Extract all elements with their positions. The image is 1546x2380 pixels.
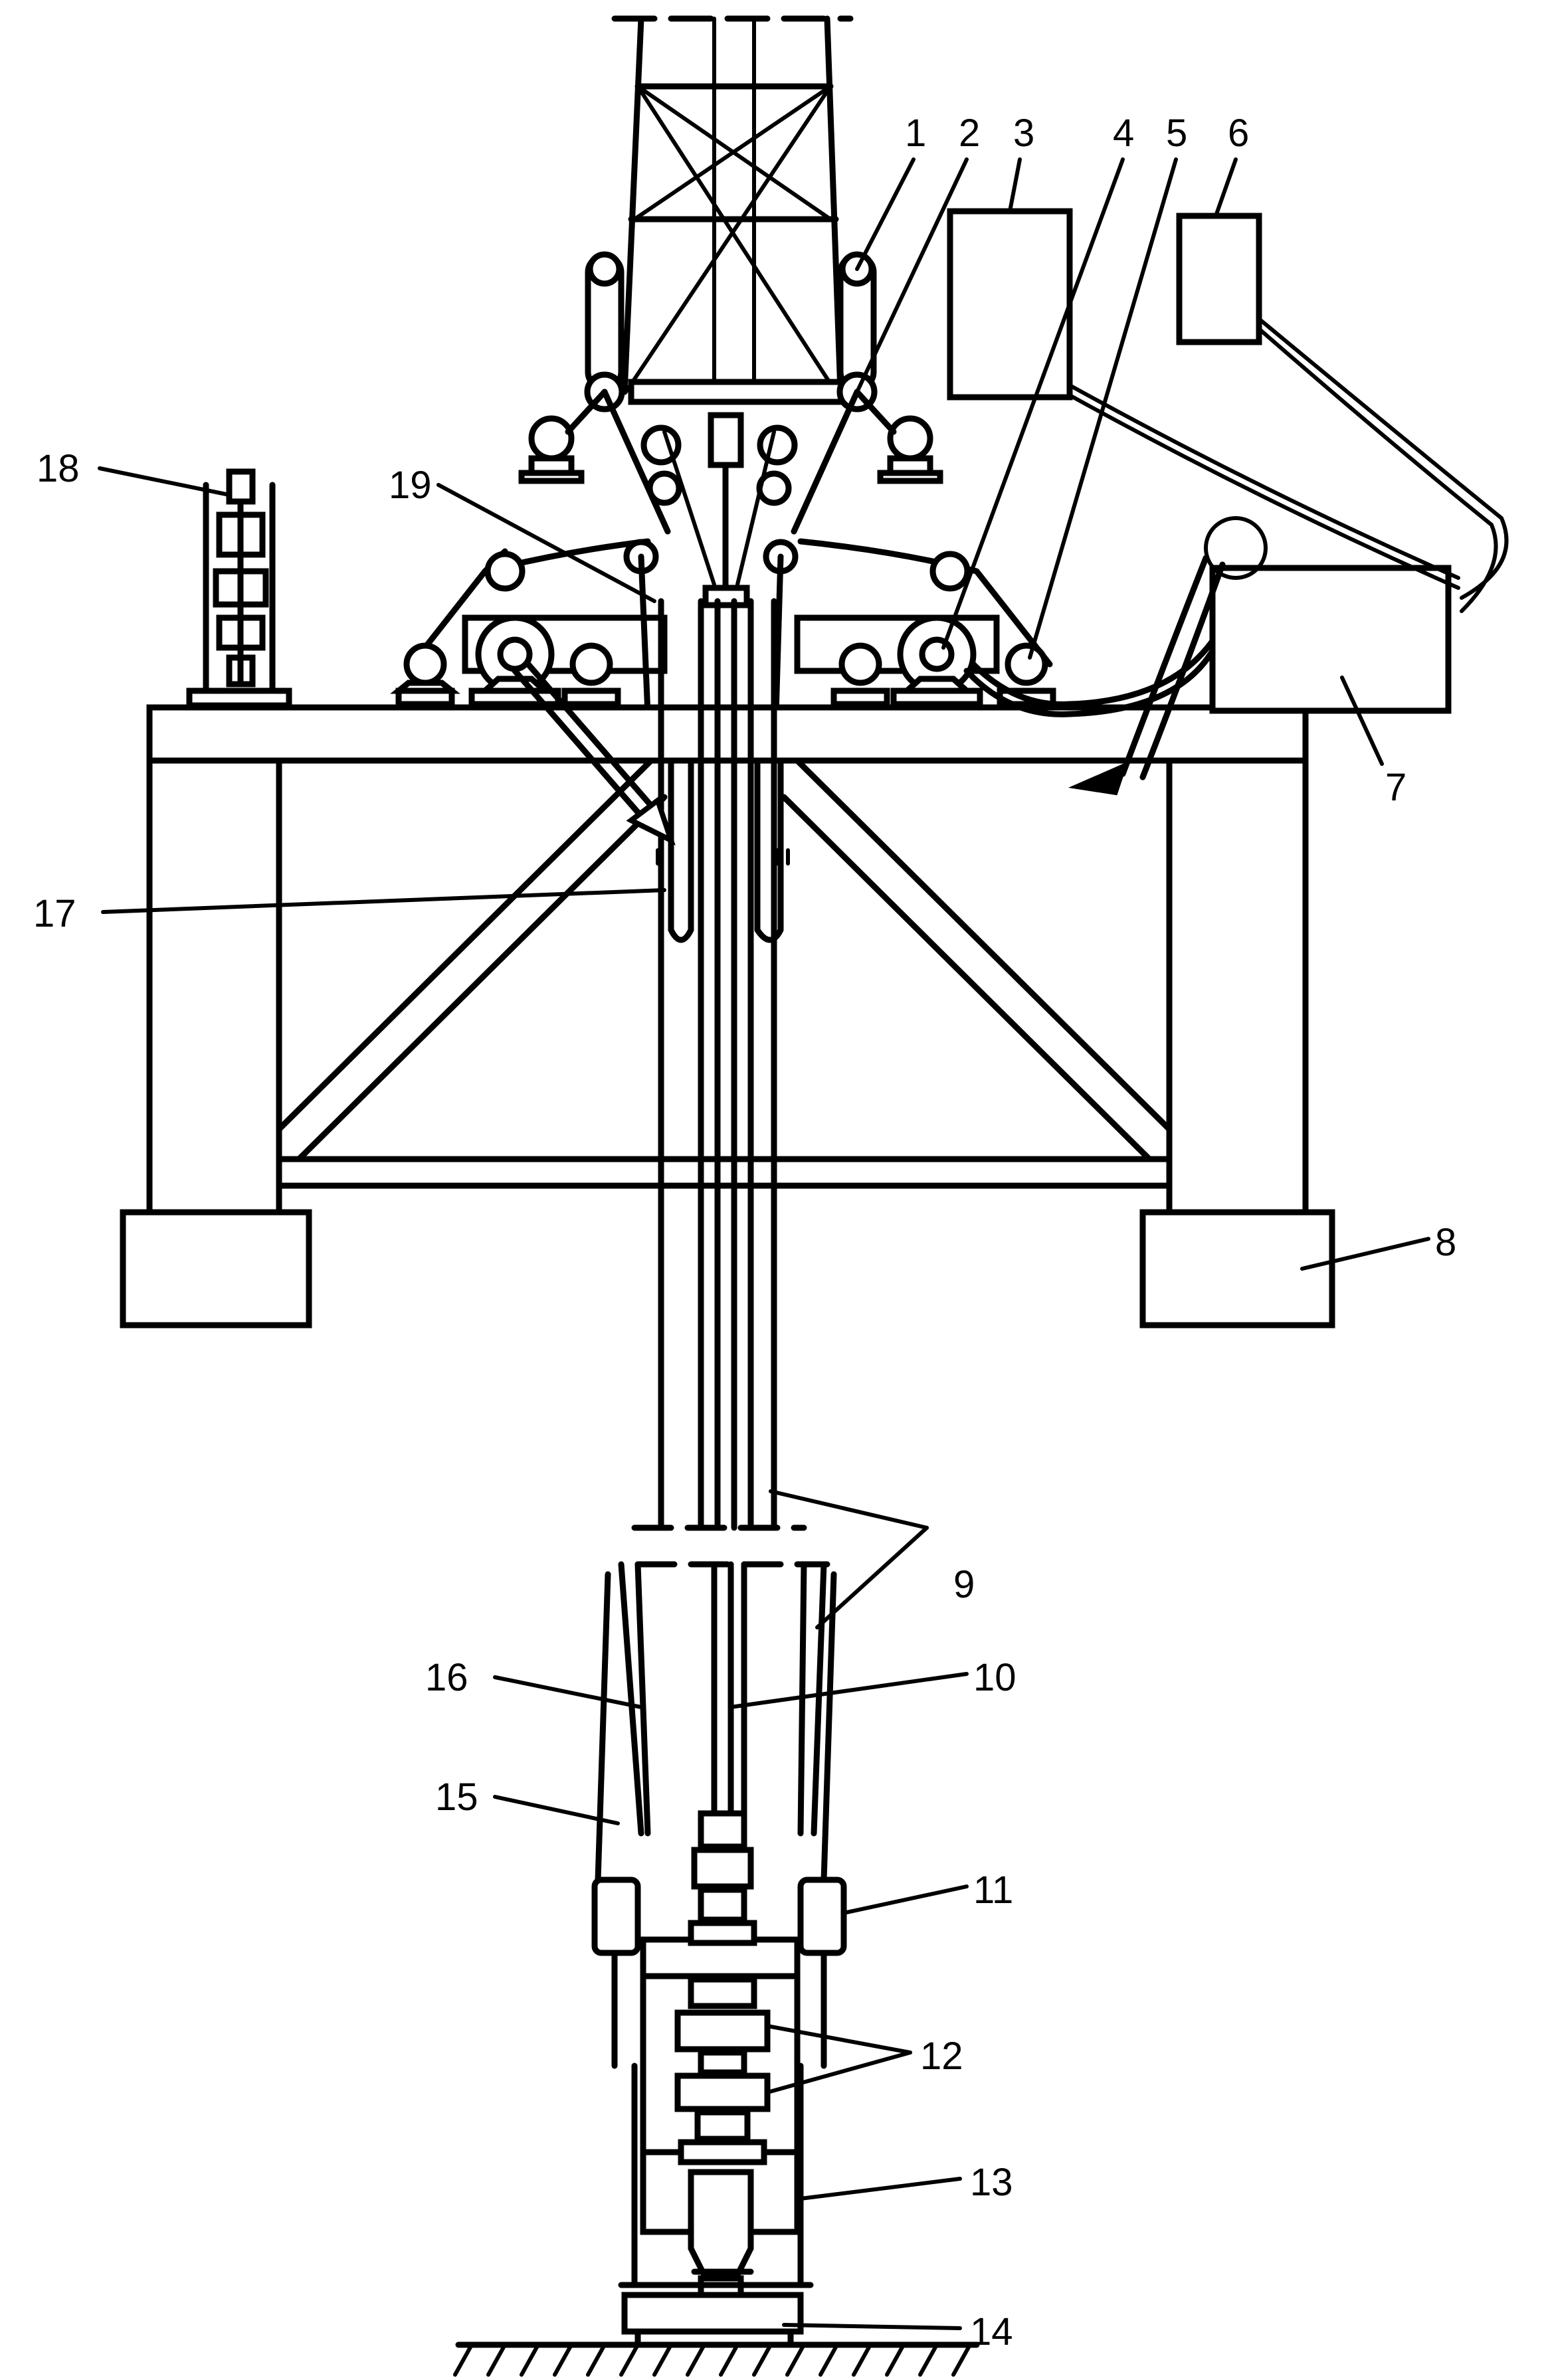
label-11: 11 xyxy=(973,1869,1013,1912)
label-16: 16 xyxy=(425,1656,468,1699)
label-1: 1 xyxy=(905,112,926,155)
label-9: 9 xyxy=(953,1563,975,1606)
label-7: 7 xyxy=(1385,766,1406,809)
label-19: 19 xyxy=(389,464,432,507)
left-guide-sheave-assembly xyxy=(518,251,671,535)
feed-arrow xyxy=(512,661,676,846)
platform-structure xyxy=(120,704,1335,1328)
callout-labels: 1 2 3 4 5 6 7 8 9 10 11 12 13 14 15 16 1… xyxy=(33,112,1456,2353)
control-unit-6 xyxy=(1176,213,1262,345)
control-unit-3 xyxy=(947,208,1073,401)
label-2: 2 xyxy=(959,112,980,155)
label-15: 15 xyxy=(435,1776,478,1819)
seabed xyxy=(453,2341,980,2377)
leader-lines xyxy=(98,157,1430,2330)
label-13: 13 xyxy=(970,2161,1013,2204)
label-6: 6 xyxy=(1228,112,1249,155)
pipe-rack-18 xyxy=(186,468,292,709)
control-cables xyxy=(963,317,1509,796)
label-4: 4 xyxy=(1113,112,1134,155)
label-8: 8 xyxy=(1435,1221,1456,1264)
power-unit-7 xyxy=(1209,565,1452,714)
label-10: 10 xyxy=(973,1656,1016,1699)
derrick-tower xyxy=(611,15,854,405)
label-18: 18 xyxy=(37,447,80,490)
label-17: 17 xyxy=(33,892,76,935)
riser-drill-string xyxy=(595,598,837,1883)
subsea-assembly xyxy=(591,1810,847,2348)
label-3: 3 xyxy=(1013,112,1034,155)
crown-block-pulleys xyxy=(640,412,798,608)
label-12: 12 xyxy=(920,2035,963,2078)
right-guide-sheave-assembly xyxy=(791,251,943,535)
label-5: 5 xyxy=(1166,112,1187,155)
label-14: 14 xyxy=(970,2310,1013,2353)
